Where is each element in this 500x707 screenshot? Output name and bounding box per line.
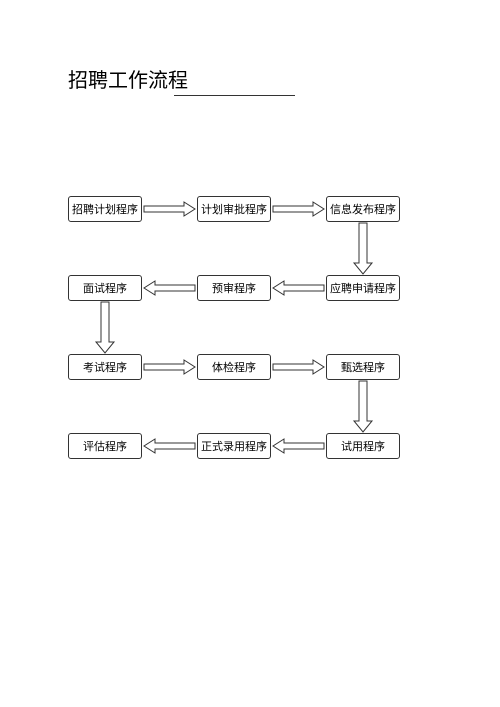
step-info-release: 信息发布程序	[326, 196, 400, 222]
arrow-left-icon	[143, 438, 196, 454]
step-evaluation: 评估程序	[68, 433, 142, 459]
step-recruit-plan: 招聘计划程序	[68, 196, 142, 222]
arrow-right-icon	[272, 201, 325, 217]
arrow-right-icon	[143, 359, 196, 375]
step-interview: 面试程序	[68, 275, 142, 301]
arrow-right-icon	[143, 201, 196, 217]
arrow-left-icon	[272, 438, 325, 454]
arrow-left-icon	[272, 280, 325, 296]
page-title: 招聘工作流程	[68, 68, 188, 92]
arrow-right-icon	[272, 359, 325, 375]
step-prescreen: 预审程序	[197, 275, 271, 301]
step-plan-approval: 计划审批程序	[197, 196, 271, 222]
step-medical: 体检程序	[197, 354, 271, 380]
step-hiring: 正式录用程序	[197, 433, 271, 459]
arrow-left-icon	[143, 280, 196, 296]
title-underline	[174, 95, 295, 96]
step-application: 应聘申请程序	[326, 275, 400, 301]
arrow-down-icon	[352, 222, 374, 275]
step-exam: 考试程序	[68, 354, 142, 380]
arrow-down-icon	[352, 380, 374, 433]
arrow-down-icon	[94, 301, 116, 354]
step-selection: 甄选程序	[326, 354, 400, 380]
step-probation: 试用程序	[326, 433, 400, 459]
